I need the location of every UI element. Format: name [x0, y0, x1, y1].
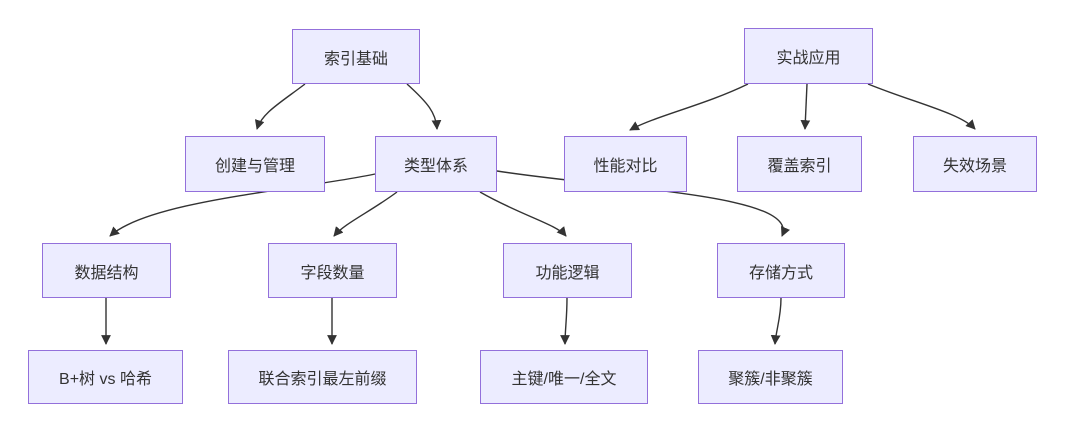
node-btree-vs-hash: B+树 vs 哈希	[28, 350, 183, 404]
edge-storage-method-to-clustered	[770, 297, 782, 345]
node-type-system: 类型体系	[375, 136, 497, 192]
node-function-logic: 功能逻辑	[503, 243, 632, 298]
node-failure-scenarios: 失效场景	[913, 136, 1037, 192]
edge-index-basics-to-type-system	[406, 83, 442, 130]
edge-practice-to-failure-scenarios	[867, 83, 976, 130]
edge-type-system-to-storage-method	[496, 170, 790, 237]
node-primary-unique-fulltext: 主键/唯一/全文	[480, 350, 648, 404]
node-clustered-nonclustered: 聚簇/非聚簇	[698, 350, 843, 404]
edge-practice-to-covering-index	[800, 83, 811, 130]
node-covering-index: 覆盖索引	[737, 136, 862, 192]
node-field-count: 字段数量	[268, 243, 397, 298]
edge-type-system-to-function-logic	[479, 191, 567, 237]
edge-type-system-to-data-structure	[109, 173, 376, 237]
node-composite-leftmost-prefix: 联合索引最左前缀	[228, 350, 417, 404]
edge-type-system-to-field-count	[333, 191, 398, 237]
node-practical-application: 实战应用	[744, 28, 873, 84]
edge-index-basics-to-create-manage	[254, 83, 306, 130]
edge-function-logic-to-primary	[560, 297, 570, 345]
node-create-and-manage: 创建与管理	[185, 136, 325, 192]
node-storage-method: 存储方式	[717, 243, 845, 298]
edge-practice-to-performance	[629, 83, 749, 131]
node-index-basics: 索引基础	[292, 29, 420, 84]
node-performance-comparison: 性能对比	[564, 136, 687, 192]
node-data-structure: 数据结构	[42, 243, 171, 298]
